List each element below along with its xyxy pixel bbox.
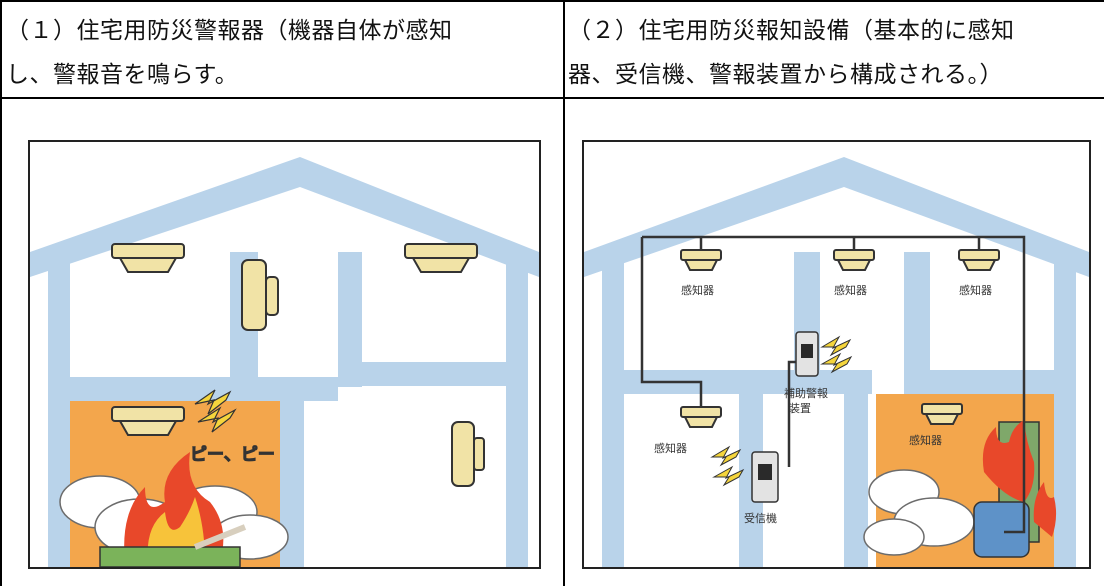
fire-flames: [982, 420, 1057, 537]
right-header-line2: 器、受信機、警報装置から構成される。）: [568, 62, 1003, 88]
house-left-wall: [48, 252, 70, 567]
receiver-flash-icon: [710, 445, 745, 487]
detector-3: [958, 249, 1000, 271]
left-header-line2: し、警報音を鳴らす。: [6, 62, 239, 88]
house-right-wall: [506, 252, 528, 567]
detector-label-4: 感知器: [654, 441, 687, 455]
detector-5: [921, 403, 963, 425]
table-header-divider: [0, 97, 1104, 99]
cigarette: [193, 524, 247, 550]
aux-alarm-flash-icon: [820, 335, 853, 374]
detector-label-3: 感知器: [959, 283, 992, 297]
floor-divider-right: [338, 362, 528, 386]
smoke-alarm-house-drawing: ピー、ピー: [30, 157, 539, 567]
table-top: [99, 546, 241, 567]
ceiling-detector-top-left: [111, 243, 185, 273]
smoke-alarm-illustration: ピー、ピー: [28, 140, 541, 569]
wall-detector-upper: [241, 259, 279, 331]
wire-left: [640, 237, 703, 407]
table-column-divider: [563, 0, 565, 586]
stove-heater: [973, 501, 1030, 558]
house-left-wall: [602, 252, 624, 567]
detector-1: [680, 249, 722, 271]
fire-flames: [124, 452, 224, 562]
table-border-left: [0, 0, 2, 586]
left-header-line1: （１）住宅用防災警報器（機器自体が感知: [6, 18, 453, 44]
alarm-flash-icon: [194, 389, 237, 433]
house-roof: [30, 157, 539, 277]
floor-divider-left: [48, 377, 338, 401]
detector-4: [680, 406, 722, 428]
ceiling-detector-fire-room: [111, 406, 185, 436]
fire-alarm-system-illustration: 感知器 感知器 感知器 感知器 感知器 補助警報 装置 受信機: [582, 140, 1091, 569]
detector-label-5: 感知器: [909, 433, 942, 447]
fire-alarm-system-house-drawing: 感知器 感知器 感知器 感知器 感知器 補助警報 装置 受信機: [584, 157, 1089, 567]
inner-wall-upper-right: [338, 252, 362, 387]
detector-label-2: 感知器: [834, 283, 867, 297]
right-header-line1: （２）住宅用防災報知設備（基本的に感知: [568, 18, 1015, 44]
wire-top-right: [642, 235, 1026, 534]
house-right-wall: [1054, 252, 1076, 567]
detector-label-1: 感知器: [681, 283, 714, 297]
table-border-top: [0, 0, 1104, 2]
ceiling-detector-top-right: [404, 243, 478, 273]
house-roof: [584, 157, 1089, 277]
receiver-label: 受信機: [744, 511, 777, 525]
floor-divider-right: [914, 370, 1076, 394]
inner-wall-upper-right: [904, 252, 930, 397]
wall-detector-lower: [451, 421, 485, 487]
detector-2: [833, 249, 875, 271]
aux-alarm-label-line2: 装置: [789, 402, 811, 415]
auxiliary-alarm-device: [795, 331, 819, 377]
smoke-clouds: [863, 469, 975, 556]
alarm-sound-label: ピー、ピー: [190, 445, 275, 465]
aux-alarm-label-line1: 補助警報: [784, 386, 828, 400]
receiver-device: [751, 451, 779, 503]
